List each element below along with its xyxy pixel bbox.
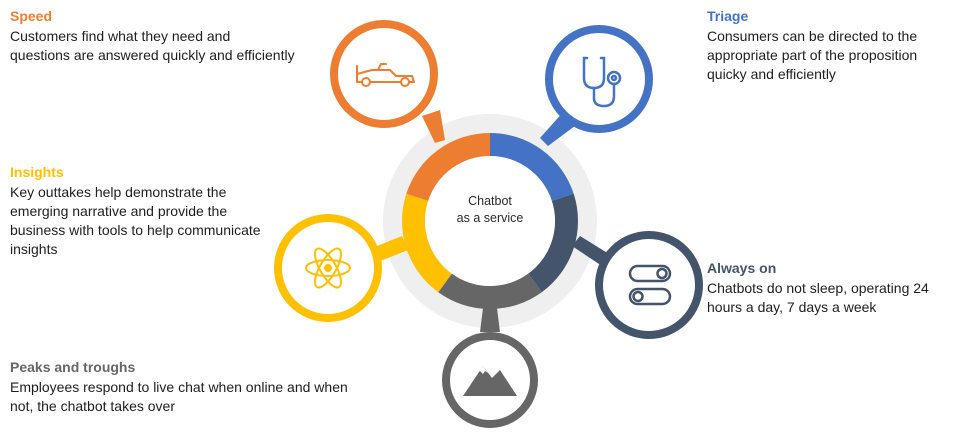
speed-title: Speed <box>10 8 53 24</box>
ring-segment-triage <box>490 133 574 201</box>
triage-block: Triage Consumers can be directed to the … <box>707 7 917 84</box>
ring-segment-always-on <box>528 193 579 293</box>
triage-text: Consumers can be directed to the appropr… <box>707 28 918 82</box>
triage-node <box>540 25 653 146</box>
atom-icon <box>305 247 351 289</box>
insights-node <box>274 214 408 322</box>
triage-title: Triage <box>707 8 749 24</box>
ring-segment-speed <box>406 133 490 201</box>
inner-disc <box>425 156 555 286</box>
ring-segment-peaks <box>438 273 542 309</box>
insights-title: Insights <box>10 164 64 180</box>
ring-segment-insights <box>402 193 452 293</box>
always-on-title: Always on <box>707 260 777 276</box>
speed-block: Speed Customers find what they need and … <box>10 7 295 65</box>
center-label-line-2: as a service <box>457 211 524 225</box>
always-on-node <box>572 231 703 339</box>
peaks-title: Peaks and troughs <box>10 359 136 375</box>
race-car-icon <box>356 63 415 87</box>
peaks-block: Peaks and troughs Employees respond to l… <box>10 358 348 416</box>
peaks-text: Employees respond to live chat when onli… <box>10 379 348 414</box>
service-ring <box>402 133 579 309</box>
toggle-switches-icon <box>628 264 672 306</box>
speed-text: Customers find what they need and questi… <box>10 28 295 63</box>
always-on-text: Chatbots do not sleep, operating 24 hour… <box>707 280 929 315</box>
stethoscope-icon <box>582 56 622 108</box>
mountain-icon <box>463 366 517 396</box>
center-label-line-1: Chatbot <box>468 194 512 208</box>
speed-node <box>330 20 445 143</box>
insights-text: Key outtakes help demonstrate the emergi… <box>10 184 261 257</box>
always-on-block: Always on Chatbots do not sleep, operati… <box>707 259 929 317</box>
insights-block: Insights Key outtakes help demonstrate t… <box>10 163 261 259</box>
